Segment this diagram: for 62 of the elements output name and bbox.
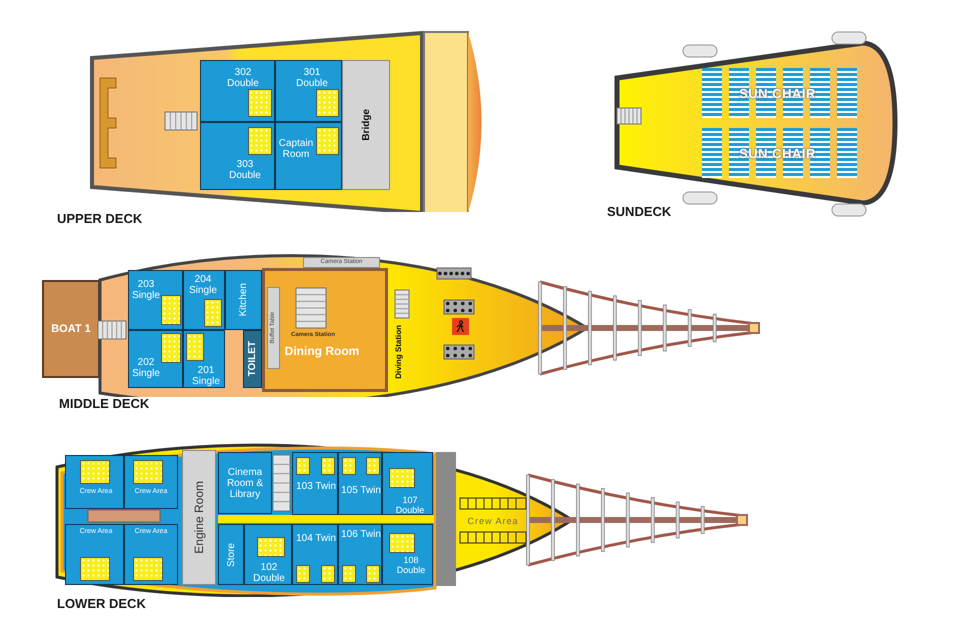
room-label: TOILET: [247, 341, 258, 377]
room-label: 201 Single: [191, 365, 221, 387]
room-label: 106 Twin: [341, 529, 381, 540]
cabin-room: [200, 60, 275, 122]
cabin-room: [382, 452, 433, 515]
cabin-room: [244, 524, 292, 585]
room-label: 202 Single: [131, 357, 161, 379]
room-label: 102 Double: [252, 562, 286, 584]
sun-chair-area: [700, 128, 855, 178]
cabin-room: [382, 524, 433, 585]
room-label: 104 Twin: [295, 533, 337, 544]
sun-chair-area: [700, 68, 855, 118]
cabin-room: [124, 455, 178, 509]
room: [303, 257, 380, 268]
room-label: Captain Room: [278, 138, 314, 160]
cabin-room: [218, 524, 244, 585]
room-label: 108 Double: [396, 555, 426, 575]
deck-title: MIDDLE DECK: [59, 397, 150, 411]
room-label: Store: [226, 542, 236, 566]
toilet-room: [243, 330, 262, 388]
cabin-room: [338, 452, 382, 515]
room-label: 103 Twin: [295, 481, 337, 492]
boat-drawing: [42, 280, 100, 378]
cabin-room: [65, 455, 124, 509]
cabin-room: [275, 60, 342, 122]
room-label: 204 Single: [188, 274, 218, 296]
room-label: SUN CHAIR: [739, 148, 816, 158]
room-label: 107 Double: [394, 495, 426, 515]
room-label: Engine Room: [192, 481, 206, 554]
cabin-room: [225, 270, 262, 330]
room-label: 203 Single: [131, 279, 161, 301]
room-label: Dining Room: [284, 345, 360, 358]
cabin-room: [128, 270, 183, 330]
cabin-room: [292, 524, 338, 585]
cabin-room: [338, 524, 382, 585]
cabin-room: [183, 270, 225, 330]
cabin-room: [218, 452, 272, 514]
room-label: SUN CHAIR: [739, 88, 816, 98]
room-label: Bridge: [360, 109, 372, 141]
cabin-room: [292, 452, 338, 515]
room-label: Cinema Room & Library: [226, 466, 264, 500]
room-label: Diving Station: [394, 325, 402, 379]
room-label: Crew Area: [467, 516, 519, 526]
cabin-room: [183, 330, 225, 388]
deck-title: UPPER DECK: [57, 212, 142, 226]
cabin-room: [124, 524, 178, 585]
dining-room-area: [262, 268, 388, 392]
room-label: Kitchen: [238, 283, 249, 317]
room-label: 303 Double: [228, 159, 262, 181]
room: [182, 450, 216, 585]
room-label: 301 Double: [295, 67, 329, 89]
room-label: 105 Twin: [341, 485, 381, 496]
cabin-room: [275, 122, 342, 190]
room: [267, 287, 280, 369]
room: [342, 60, 390, 190]
deck-title: SUNDECK: [607, 205, 672, 219]
cabin-room: [200, 122, 275, 190]
cabin-room: [128, 330, 183, 388]
room-label: 302 Double: [226, 67, 260, 89]
cabin-room: [65, 524, 124, 585]
deck-title: LOWER DECK: [57, 597, 146, 611]
room-label: BOAT 1: [51, 323, 91, 335]
